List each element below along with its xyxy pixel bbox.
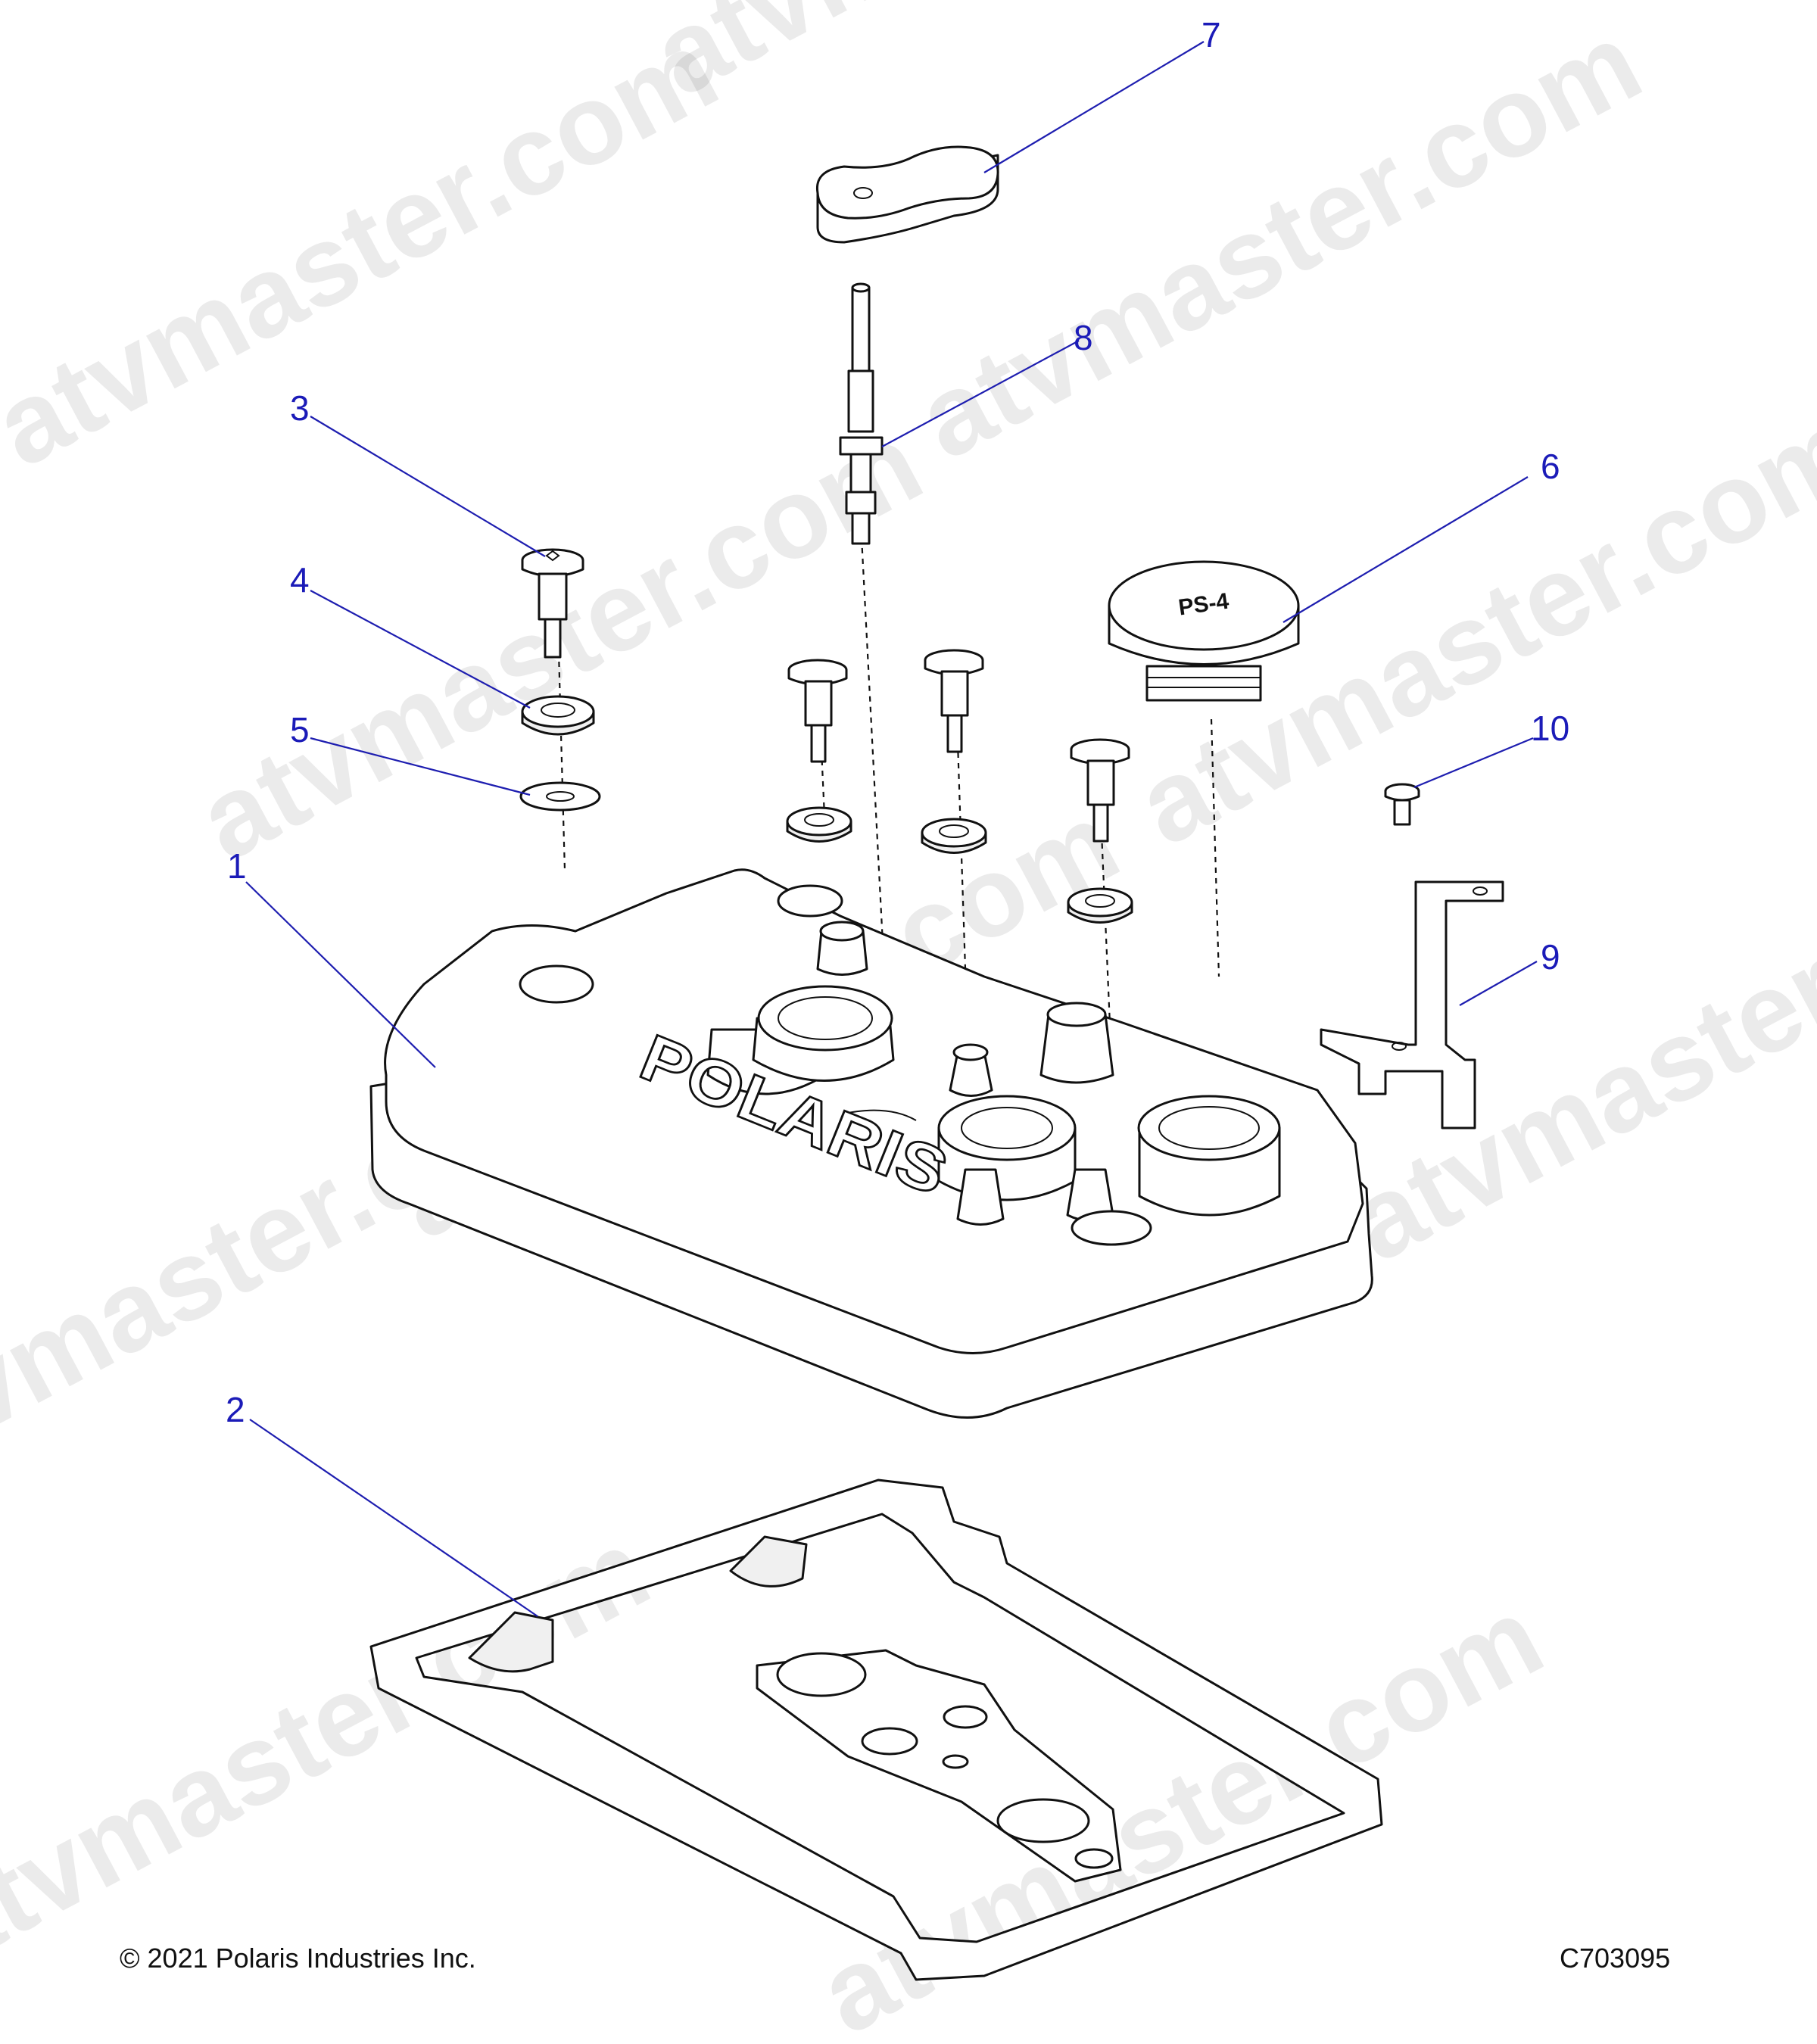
leader-10 xyxy=(1413,737,1534,789)
part-8-breather-fitting xyxy=(839,282,884,545)
watermark-1: atvmaster.com xyxy=(0,5,737,491)
leader-5 xyxy=(310,737,531,796)
leader-7 xyxy=(983,41,1205,173)
callout-9: 9 xyxy=(1541,937,1560,977)
leader-9 xyxy=(1459,961,1538,1006)
callout-5: 5 xyxy=(290,710,310,749)
part-3-bolt xyxy=(521,548,584,659)
callout-4: 4 xyxy=(290,560,310,600)
leader-2 xyxy=(249,1419,538,1617)
leader-lines xyxy=(245,41,1538,1617)
figure-code: C703095 xyxy=(1560,1943,1671,1974)
part-2-gasket xyxy=(369,1478,1383,1981)
part-4-grommet xyxy=(521,695,595,736)
callout-10: 10 xyxy=(1531,709,1569,748)
callout-labels: 1 2 3 4 5 6 7 8 9 10 xyxy=(226,15,1569,1429)
part-7-bracket xyxy=(815,145,999,244)
watermark-10: atvmaster.com xyxy=(633,0,1395,120)
leader-3 xyxy=(310,416,546,557)
part-1-valve-cover: POLARIS xyxy=(369,868,1373,1419)
bolt-group xyxy=(786,649,1133,924)
copyright-notice: © 2021 Polaris Industries Inc. xyxy=(120,1943,476,1974)
callout-1: 1 xyxy=(227,846,247,886)
part-6-filler-cap: PS-4 xyxy=(1108,560,1300,702)
callout-8: 8 xyxy=(1074,318,1093,357)
leader-1 xyxy=(245,881,436,1068)
leader-4 xyxy=(310,590,531,709)
callout-6: 6 xyxy=(1541,447,1560,486)
callout-3: 3 xyxy=(290,388,310,428)
part-10-screw xyxy=(1384,783,1420,826)
leader-8 xyxy=(881,340,1080,447)
callout-2: 2 xyxy=(226,1390,245,1429)
watermark-2: atvmaster.com xyxy=(898,0,1660,483)
part-9-bracket xyxy=(1320,880,1504,1129)
leader-6 xyxy=(1282,476,1529,623)
callout-7: 7 xyxy=(1201,15,1221,55)
part-5-washer xyxy=(519,781,601,812)
